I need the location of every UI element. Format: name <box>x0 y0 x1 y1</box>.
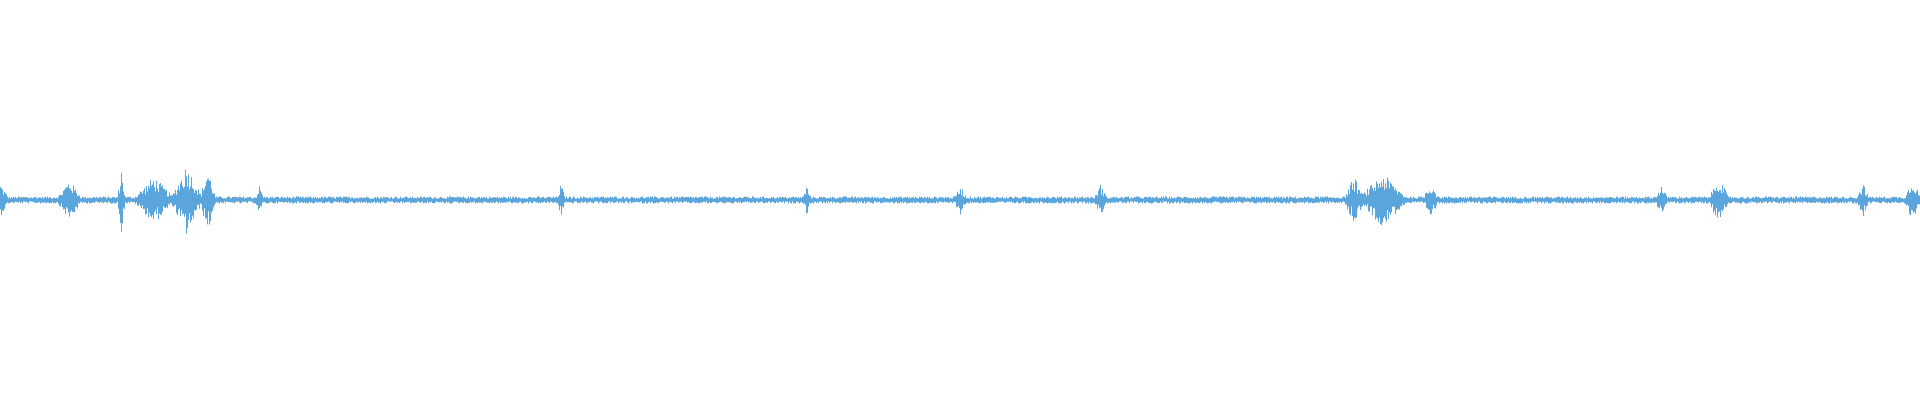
waveform-peaks <box>0 170 1920 234</box>
waveform-path <box>0 170 1920 234</box>
